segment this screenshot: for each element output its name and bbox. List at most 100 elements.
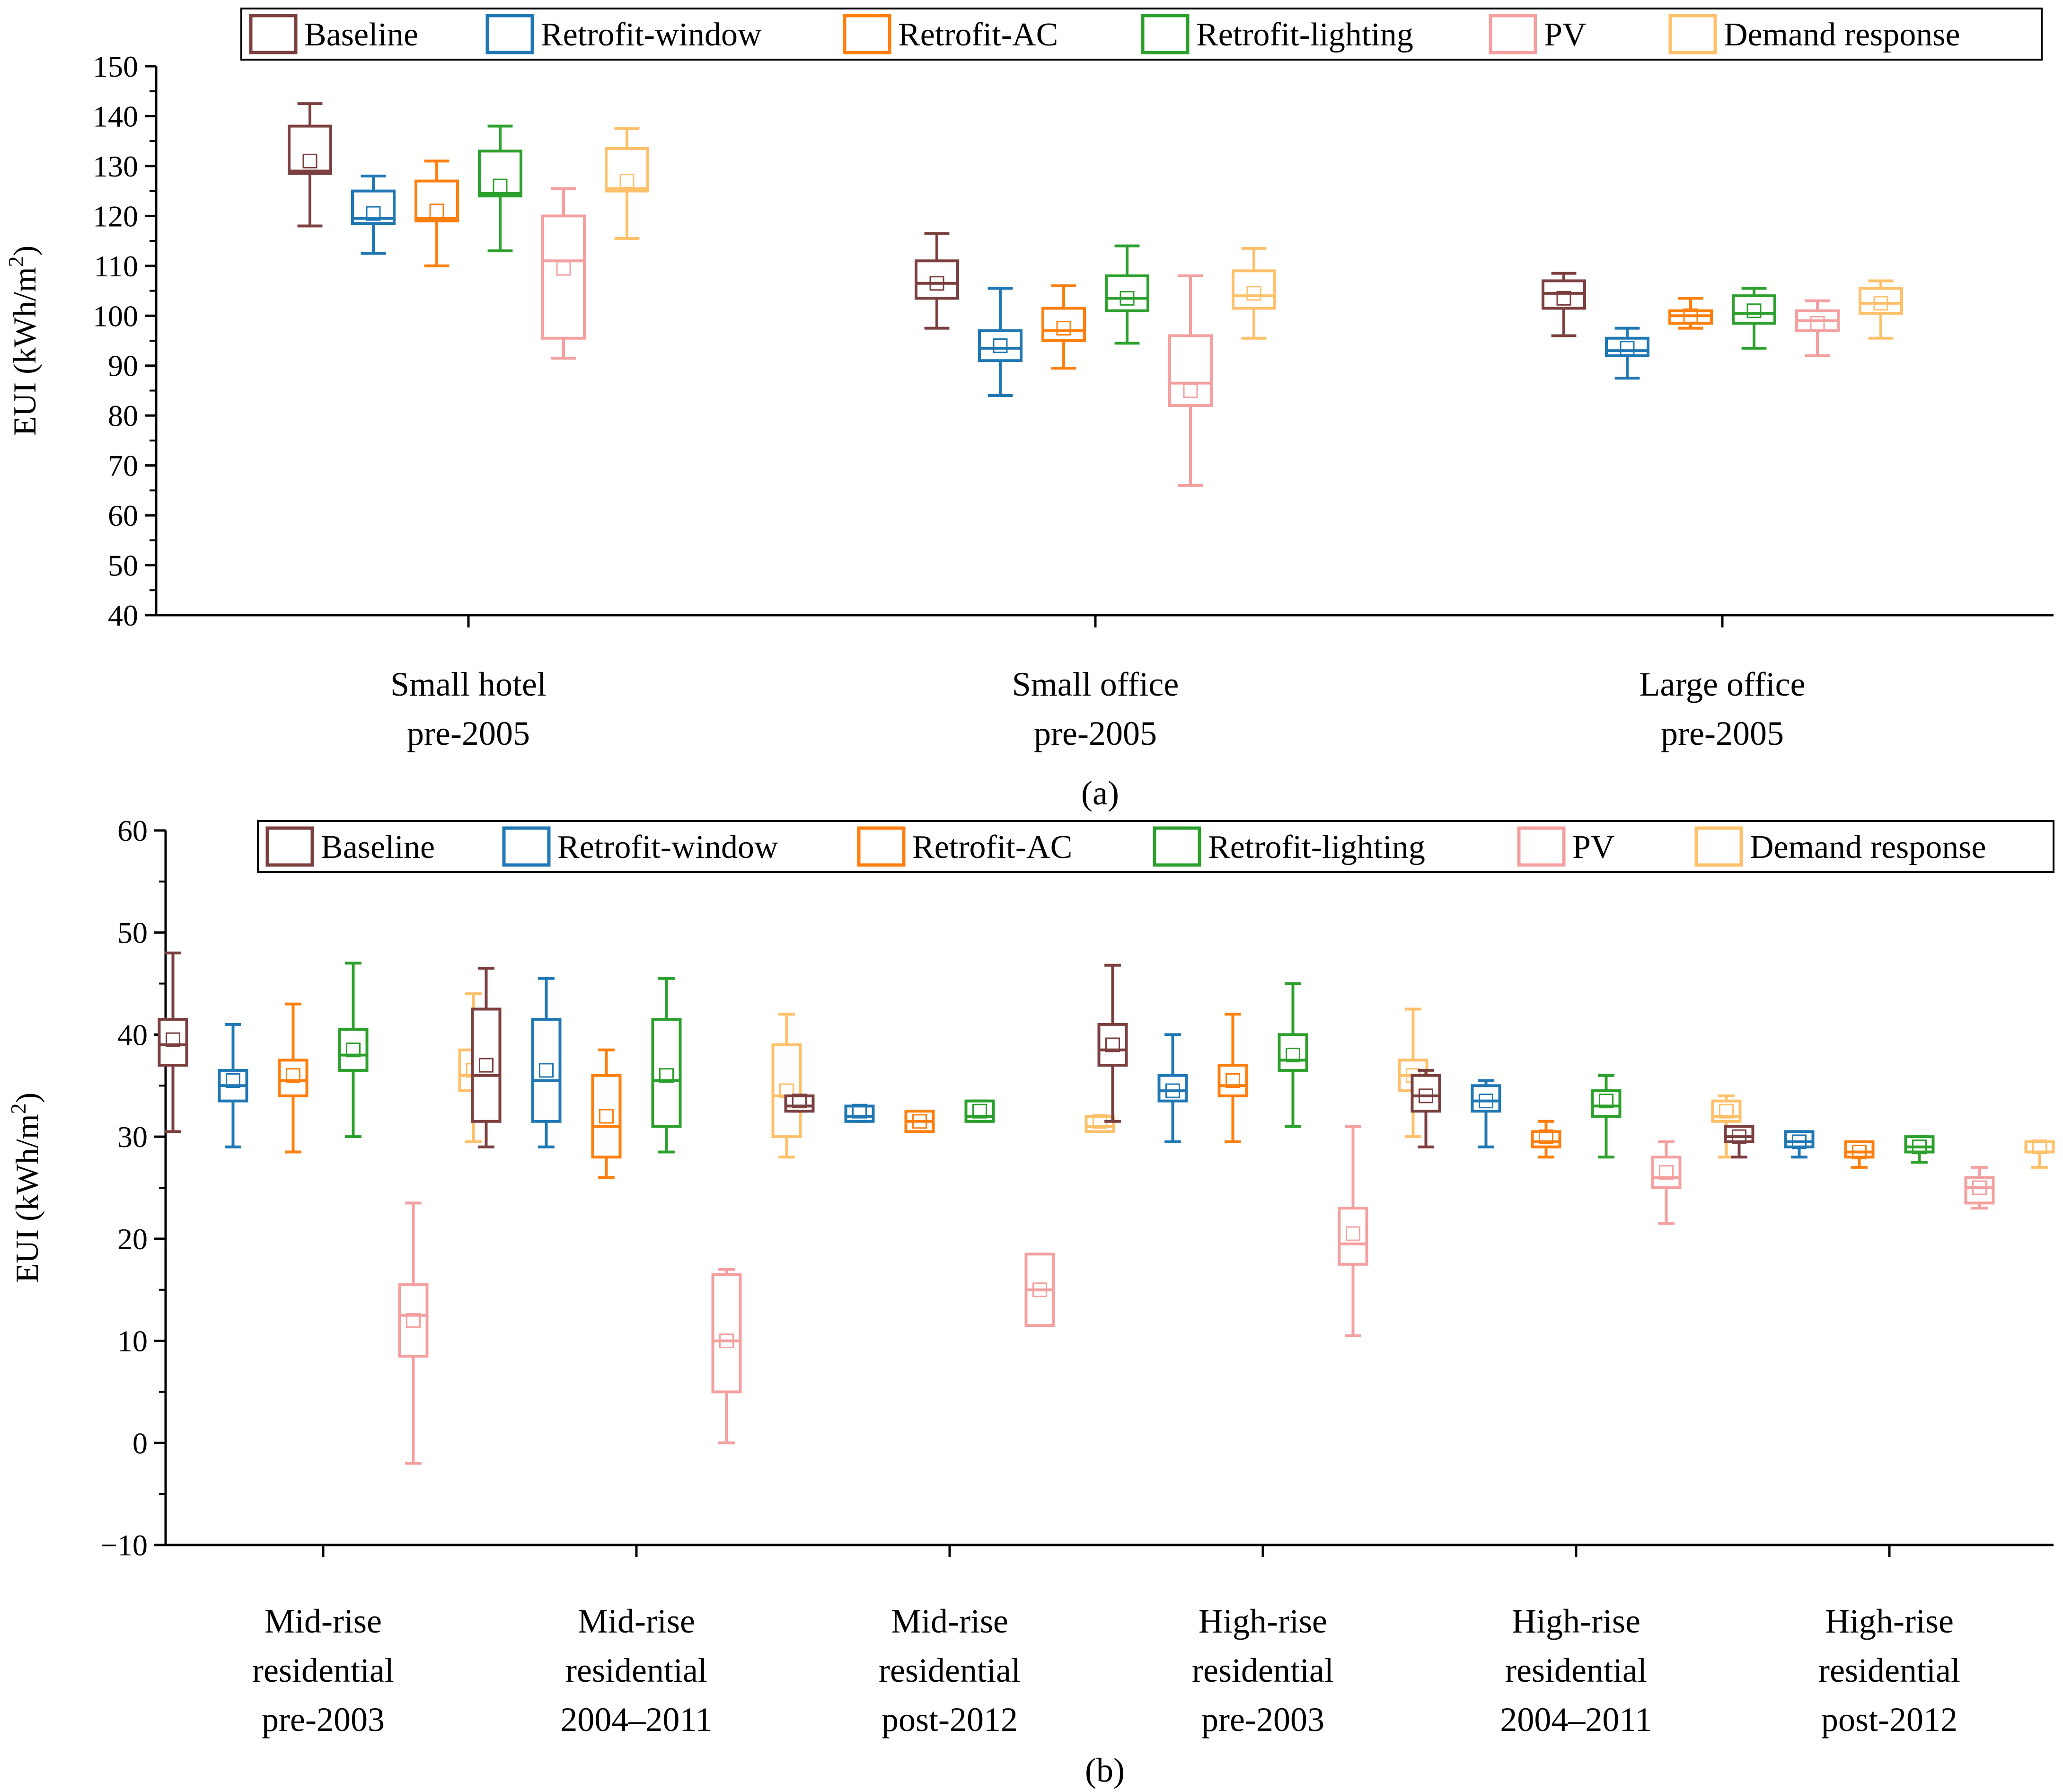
box-pv bbox=[398, 1201, 429, 1465]
legend-swatch bbox=[1489, 14, 1537, 54]
category-label: residential bbox=[879, 1651, 1021, 1689]
mean-marker bbox=[912, 1114, 927, 1129]
box-demand-response bbox=[1859, 279, 1903, 340]
mean-marker bbox=[1105, 1037, 1120, 1052]
box-retrofit-window bbox=[978, 287, 1023, 397]
box-demand-response bbox=[1711, 1094, 1742, 1159]
mean-marker bbox=[1346, 1226, 1360, 1241]
iqr-box bbox=[605, 147, 649, 193]
category-label: Small office bbox=[1012, 665, 1179, 703]
mean-marker bbox=[1056, 321, 1071, 336]
legend-swatch bbox=[485, 14, 534, 54]
iqr-box bbox=[1217, 1064, 1248, 1097]
mean-marker bbox=[1732, 1129, 1746, 1144]
box-retrofit-ac bbox=[1844, 1140, 1875, 1169]
iqr-box bbox=[1084, 1115, 1115, 1133]
legend-label: Baseline bbox=[321, 829, 435, 865]
mean-marker bbox=[1120, 291, 1135, 306]
mean-marker bbox=[719, 1333, 734, 1349]
mean-marker bbox=[556, 261, 571, 276]
box-demand-response bbox=[2024, 1139, 2055, 1169]
box-pv bbox=[1964, 1165, 1995, 1210]
legend-label: Retrofit-window bbox=[541, 17, 762, 53]
legend-label: Demand response bbox=[1750, 829, 1986, 865]
iqr-box bbox=[651, 1018, 682, 1128]
panel-label: (a) bbox=[1081, 774, 1119, 812]
box-retrofit-window bbox=[531, 977, 562, 1148]
y-tick-label: 30 bbox=[117, 1120, 148, 1154]
iqr-box bbox=[531, 1018, 562, 1123]
category-label: Small hotel bbox=[390, 665, 547, 703]
mean-marker bbox=[2032, 1139, 2047, 1155]
iqr-box bbox=[2024, 1140, 2055, 1154]
mean-marker bbox=[1972, 1180, 1987, 1195]
mean-marker bbox=[226, 1073, 240, 1088]
y-tick-label: 50 bbox=[117, 916, 148, 950]
mean-marker bbox=[286, 1068, 300, 1083]
box-retrofit-ac bbox=[591, 1048, 622, 1179]
iqr-box bbox=[1724, 1125, 1754, 1143]
iqr-box bbox=[1904, 1135, 1935, 1154]
mean-marker bbox=[599, 1109, 614, 1124]
iqr-box bbox=[771, 1043, 802, 1139]
box-retrofit-lighting bbox=[1278, 982, 1308, 1128]
y-tick-label: 80 bbox=[108, 399, 138, 433]
iqr-box bbox=[1651, 1156, 1682, 1189]
box-retrofit-window bbox=[844, 1103, 875, 1123]
category-label: Mid-rise bbox=[891, 1602, 1008, 1640]
mean-marker bbox=[1556, 291, 1571, 306]
y-tick-label: 60 bbox=[108, 499, 138, 532]
box-retrofit-window bbox=[1605, 327, 1649, 380]
mean-marker bbox=[302, 153, 317, 168]
box-pv bbox=[541, 187, 586, 360]
mean-marker bbox=[1912, 1139, 1927, 1155]
mean-marker bbox=[346, 1042, 361, 1058]
mean-marker bbox=[852, 1103, 867, 1119]
y-tick-label: 150 bbox=[93, 50, 138, 83]
y-tick-label: 60 bbox=[117, 814, 148, 847]
iqr-box bbox=[478, 150, 522, 198]
legend-label: Retrofit-AC bbox=[912, 829, 1072, 865]
category-label: residential bbox=[1818, 1651, 1960, 1689]
iqr-box bbox=[1411, 1074, 1441, 1113]
box-retrofit-ac bbox=[1531, 1120, 1561, 1159]
box-retrofit-lighting bbox=[1591, 1074, 1622, 1159]
mean-marker bbox=[166, 1032, 180, 1047]
category-label: 2004–2011 bbox=[560, 1701, 712, 1739]
iqr-box bbox=[288, 124, 332, 175]
mean-marker bbox=[1225, 1073, 1240, 1088]
box-baseline bbox=[915, 232, 959, 330]
category-label: pre-2003 bbox=[262, 1701, 385, 1739]
iqr-box bbox=[541, 214, 586, 340]
legend-swatch bbox=[1694, 826, 1743, 867]
iqr-box bbox=[915, 259, 959, 300]
iqr-box bbox=[278, 1059, 309, 1097]
mean-marker bbox=[1419, 1088, 1433, 1103]
iqr-box bbox=[1844, 1140, 1875, 1159]
y-tick-label: 40 bbox=[117, 1018, 148, 1051]
mean-marker bbox=[1165, 1083, 1180, 1098]
y-tick-label: 110 bbox=[94, 249, 138, 283]
category-label: post-2012 bbox=[1821, 1701, 1957, 1739]
box-retrofit-lighting bbox=[478, 124, 522, 253]
mean-marker bbox=[659, 1068, 674, 1083]
mean-marker bbox=[429, 203, 444, 219]
iqr-box bbox=[1732, 294, 1776, 325]
box-retrofit-window bbox=[1157, 1033, 1188, 1143]
box-pv bbox=[1338, 1125, 1368, 1337]
legend-swatch bbox=[249, 14, 298, 54]
box-baseline bbox=[471, 967, 502, 1148]
iqr-box bbox=[398, 1283, 429, 1358]
iqr-box bbox=[1531, 1130, 1561, 1148]
mean-marker bbox=[1032, 1282, 1047, 1298]
legend-label: Retrofit-AC bbox=[898, 17, 1058, 53]
mean-marker bbox=[406, 1313, 421, 1328]
mean-marker bbox=[619, 174, 635, 189]
category-label: post-2012 bbox=[882, 1701, 1018, 1739]
box-demand-response bbox=[605, 127, 649, 240]
category-label: pre-2005 bbox=[1034, 715, 1157, 752]
mean-marker bbox=[972, 1103, 987, 1119]
mean-marker bbox=[1746, 303, 1762, 318]
